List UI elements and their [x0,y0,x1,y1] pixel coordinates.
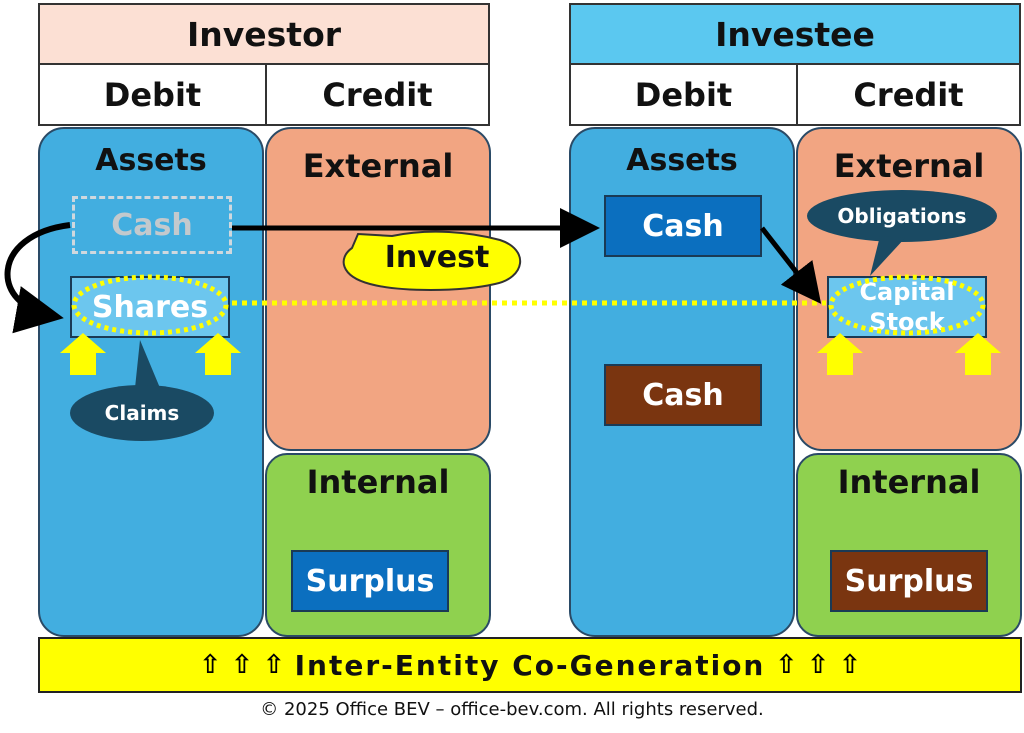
obligations-callout-tail [870,236,905,276]
investor-internal-label: Internal [306,463,450,501]
investee-cash-bottom-text: Cash [642,377,724,413]
claims-callout-bubble [135,340,160,388]
investee-debit-text: Debit [634,75,733,114]
cash-to-shares-curved-arrow [4,222,71,334]
investee-credit-text: Credit [853,75,964,114]
investor-cash-box: Cash [72,196,232,254]
banner-arrow-up-icon: ⇧ [199,650,222,680]
investor-up-arrow-left [60,333,106,375]
investee-cash-top-text: Cash [642,208,724,244]
investee-internal-label: Internal [837,463,981,501]
co-generation-banner: ⇧ ⇧ ⇧ Inter-Entity Co-Generation ⇧ ⇧ ⇧ [38,637,1022,693]
investor-title-text: Investor [186,14,342,54]
banner-arrow-up-icon: ⇧ [775,650,798,680]
investee-external-label: External [833,147,985,185]
claims-label: Claims [104,401,180,425]
investee-assets-label: Assets [626,143,738,178]
investee-cash-bottom-box: Cash [604,364,762,426]
investee-debit-header: Debit [569,63,798,126]
investor-title: Investor [38,3,490,65]
banner-arrow-up-icon: ⇧ [231,650,253,680]
banner-arrow-up-icon: ⇧ [838,650,861,680]
investor-assets-label: Assets [95,143,207,178]
investor-surplus-box: Surplus [291,550,449,612]
investee-title: Investee [569,3,1021,65]
investor-credit-header: Credit [265,63,490,126]
investee-cash-top-box: Cash [604,195,762,257]
investor-external-label: External [302,147,454,185]
investor-up-arrow-right [195,333,241,375]
investee-credit-header: Credit [796,63,1021,126]
capital-stock-line2: Stock [869,308,945,336]
shares-dotted-ellipse [71,274,229,336]
invest-label: Invest [384,240,490,275]
capital-stock-dotted-ellipse [828,274,986,336]
copyright-footer: © 2025 Office BEV – office-bev.com. All … [260,699,764,720]
investee-up-arrow-right [955,333,1001,375]
investor-shares-text: Shares [91,289,209,325]
banner-arrow-up-icon: ⇧ [262,650,285,680]
investee-title-text: Investee [715,14,875,54]
banner-text: Inter-Entity Co-Generation [294,648,766,682]
investee-up-arrow-left [817,333,863,375]
claims-callout-ellipse [70,385,214,441]
investor-credit-text: Credit [322,75,433,114]
investee-surplus-box: Surplus [830,550,988,612]
banner-arrow-up-icon: ⇧ [807,650,829,680]
investor-cash-text: Cash [111,207,193,243]
obligations-label: Obligations [837,204,967,228]
investor-debit-text: Debit [103,75,202,114]
invest-callout-bubble [342,230,521,291]
capital-stock-line1: Capital [859,278,955,306]
obligations-callout-ellipse [807,190,997,242]
investor-surplus-text: Surplus [305,563,435,599]
cash-to-capital-arrow [760,226,822,304]
investee-surplus-text: Surplus [844,563,974,599]
investor-debit-header: Debit [38,63,267,126]
